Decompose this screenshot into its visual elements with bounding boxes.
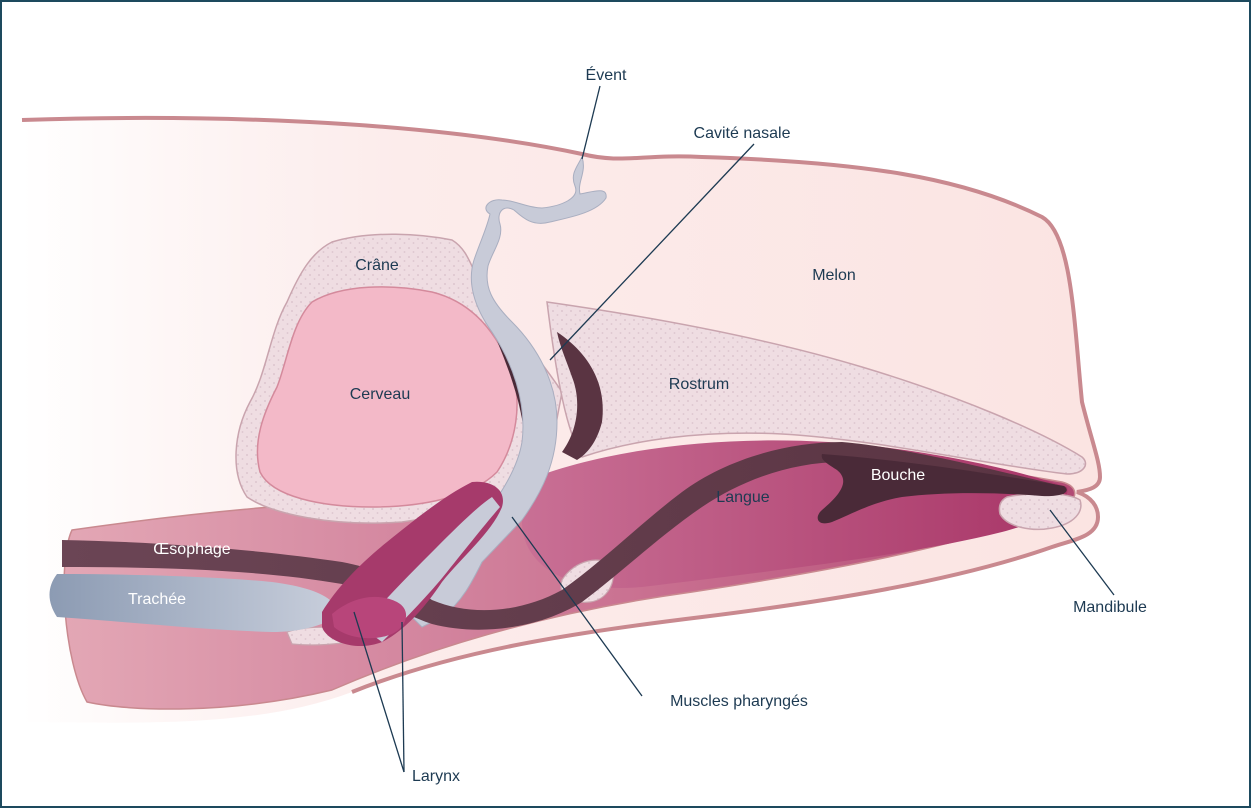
leader-event	[582, 86, 600, 159]
label-larynx: Larynx	[412, 768, 460, 785]
label-event: Évent	[586, 65, 627, 84]
label-mandible: Mandibule	[1073, 599, 1147, 616]
label-mouth: Bouche	[871, 467, 925, 484]
label-brain: Cerveau	[350, 386, 410, 403]
label-tongue: Langue	[716, 489, 769, 506]
label-esophagus: Œsophage	[153, 541, 230, 558]
label-melon: Melon	[812, 267, 856, 284]
label-nasal-cavity: Cavité nasale	[694, 125, 791, 142]
label-pharyngeal-muscles: Muscles pharyngés	[670, 693, 808, 710]
label-trachea: Trachée	[128, 591, 186, 608]
label-rostrum: Rostrum	[669, 376, 729, 393]
label-skull: Crâne	[355, 257, 399, 274]
